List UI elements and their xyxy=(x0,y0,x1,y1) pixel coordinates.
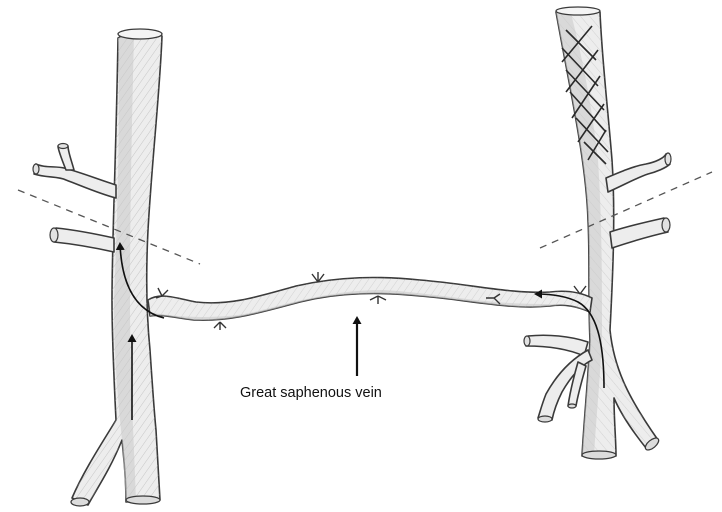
left-upper-branch xyxy=(33,144,116,199)
left-artery xyxy=(71,29,162,506)
right-lower-branches xyxy=(524,335,592,422)
right-upper-branch xyxy=(606,153,671,192)
great-saphenous-vein-label: Great saphenous vein xyxy=(240,385,382,401)
right-middle-branch xyxy=(610,218,670,248)
left-lower-branch xyxy=(50,228,114,252)
left-cut-line xyxy=(18,190,200,264)
great-saphenous-vein-graft xyxy=(148,272,592,330)
